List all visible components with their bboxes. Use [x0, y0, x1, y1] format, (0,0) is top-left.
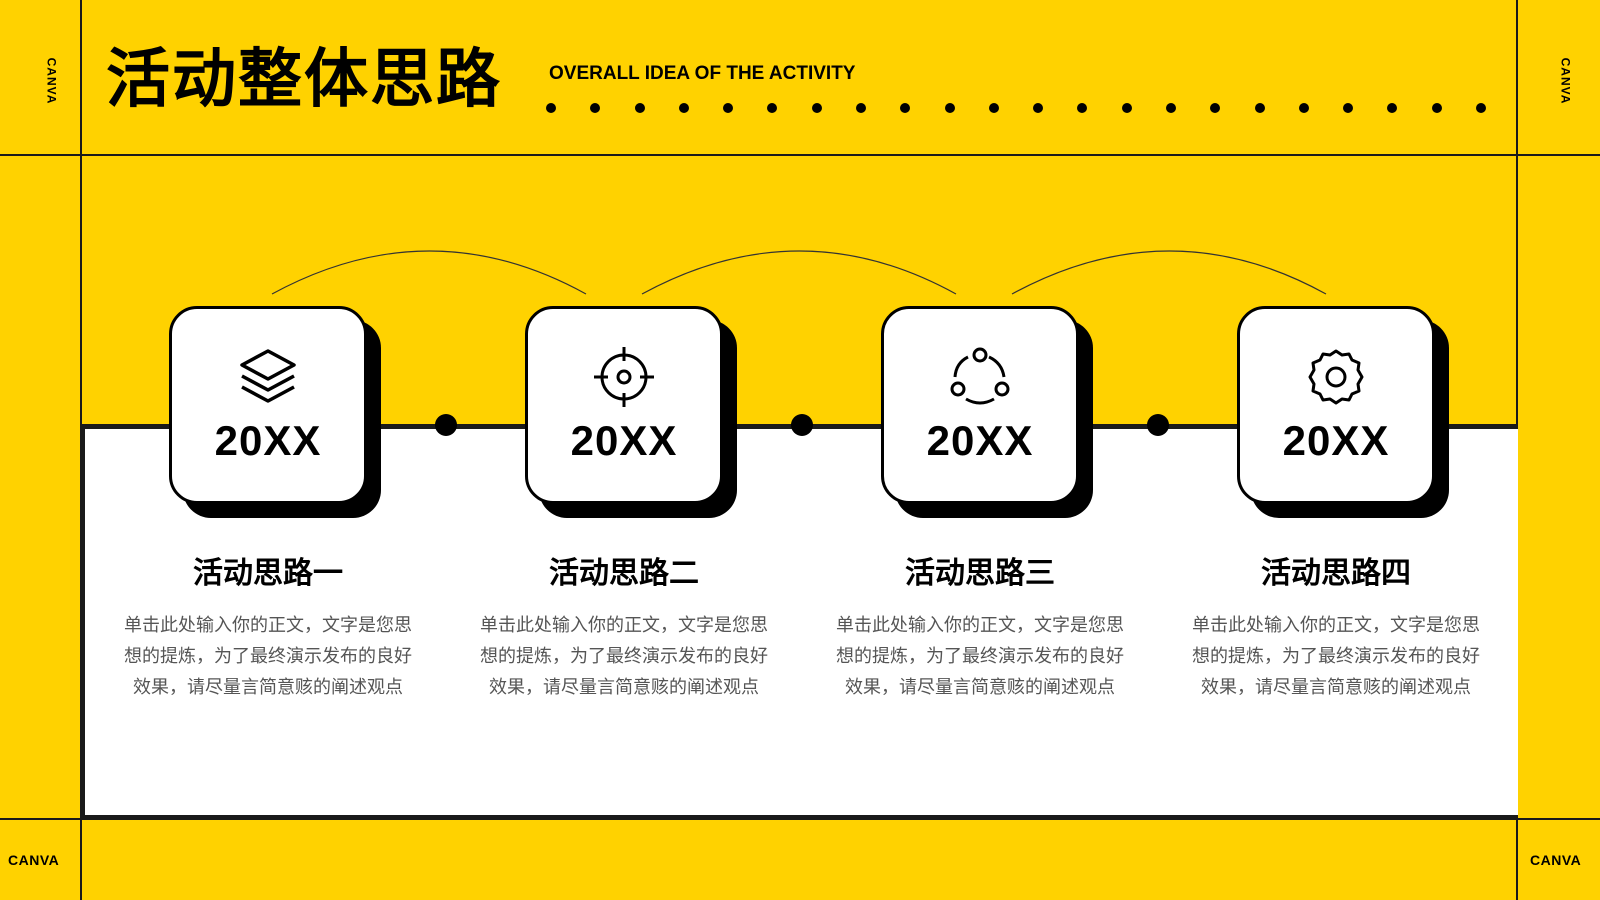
step-title-2: 活动思路二 [549, 556, 699, 591]
step-card-3: 20XX [881, 306, 1093, 518]
card-year: 20XX [570, 417, 678, 464]
page-title: 活动整体思路 [106, 43, 502, 117]
target-icon [594, 347, 654, 407]
card-year: 20XX [214, 417, 322, 464]
step-body-3: 单击此处输入你的正文，文字是您思想的提炼，为了最终演示发布的良好效果，请尽量言简… [836, 615, 1124, 698]
step-body-4: 单击此处输入你的正文，文字是您思想的提炼，为了最终演示发布的良好效果，请尽量言简… [1192, 615, 1480, 698]
step-title-4: 活动思路四 [1261, 556, 1411, 591]
step-card-2: 20XX [525, 306, 737, 518]
timeline-node-3 [1147, 414, 1169, 436]
frame-line-left [80, 0, 82, 900]
brand-mark-bottom-left: CANVA [8, 852, 60, 868]
card-face: 20XX [881, 306, 1079, 504]
gear-icon [1308, 349, 1364, 405]
brand-mark-bottom-right: CANVA [1530, 852, 1582, 868]
card-face: 20XX [169, 306, 367, 504]
brand-mark-top-right: CANVA [1558, 57, 1573, 105]
connector-arc-2 [641, 250, 957, 295]
dotted-divider [546, 100, 1486, 116]
step-body-1: 单击此处输入你的正文，文字是您思想的提炼，为了最终演示发布的良好效果，请尽量言简… [124, 615, 412, 698]
step-title-3: 活动思路三 [905, 556, 1055, 591]
cycle-icon [950, 347, 1010, 405]
card-year: 20XX [926, 417, 1034, 464]
card-face: 20XX [525, 306, 723, 504]
page-subtitle: OVERALL IDEA OF THE ACTIVITY [549, 63, 856, 84]
brand-mark-top-left: CANVA [44, 57, 59, 105]
card-year: 20XX [1282, 417, 1390, 464]
frame-line-bottom [0, 818, 1600, 820]
step-title-1: 活动思路一 [193, 556, 343, 591]
layers-icon [240, 349, 296, 403]
step-body-2: 单击此处输入你的正文，文字是您思想的提炼，为了最终演示发布的良好效果，请尽量言简… [480, 615, 768, 698]
card-face: 20XX [1237, 306, 1435, 504]
step-card-1: 20XX [169, 306, 381, 518]
connector-arc-1 [271, 250, 587, 295]
timeline-node-1 [435, 414, 457, 436]
frame-line-top [0, 154, 1600, 156]
connector-arc-3 [1011, 250, 1327, 295]
step-card-4: 20XX [1237, 306, 1449, 518]
timeline-node-2 [791, 414, 813, 436]
